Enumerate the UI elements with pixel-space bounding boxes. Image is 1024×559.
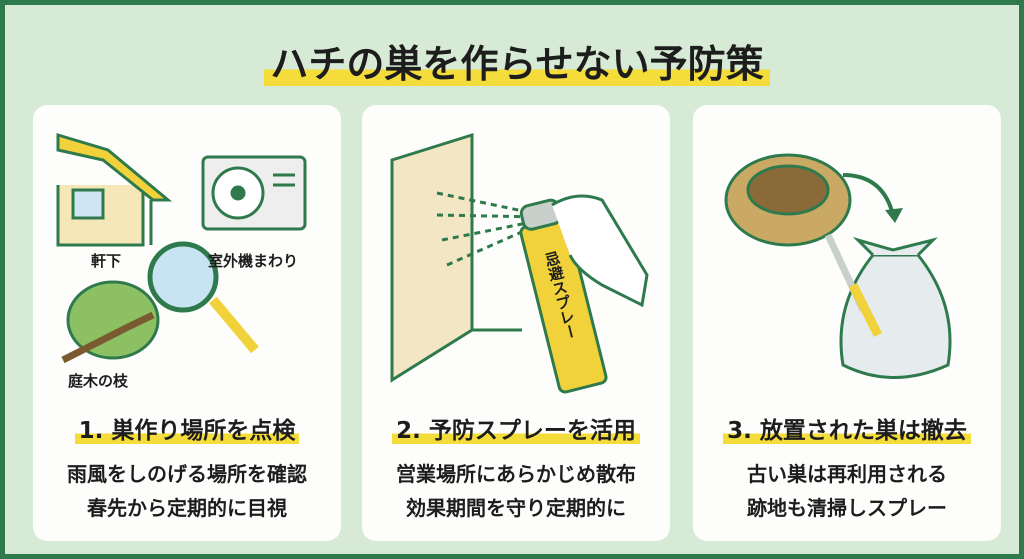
spray-illustration: 忌避スプレー xyxy=(390,132,649,394)
hand-icon xyxy=(551,194,649,308)
body-line: 効果期間を守り定期的に xyxy=(406,496,626,520)
label-eaves: 軒下 xyxy=(91,252,122,270)
panel-heading: 2. 予防スプレーを活用 xyxy=(362,411,670,445)
panel-heading: 1. 巣作り場所を点検 xyxy=(33,411,341,445)
body-line: 春先から定期的に目視 xyxy=(87,496,287,520)
page-title: ハチの巣を作らせない予防策 xyxy=(5,33,1024,88)
label-ac-unit: 室外機まわり xyxy=(208,252,299,270)
panel-body: 雨風をしのげる場所を確認春先から定期的に目視 xyxy=(33,457,341,525)
panel-remove: 3. 放置された巣は撤去 古い巣は再利用される跡地も清掃しスプレー xyxy=(693,105,1001,541)
arrow-icon xyxy=(842,173,895,216)
ac-unit-icon xyxy=(201,155,307,231)
body-line: 古い巣は再利用される xyxy=(747,462,947,486)
title-text: ハチの巣を作らせない予防策 xyxy=(264,42,770,86)
panel-body: 古い巣は再利用される跡地も清掃しスプレー xyxy=(693,457,1001,525)
inspection-illustration xyxy=(56,132,307,364)
body-line: 営業場所にあらかじめ散布 xyxy=(396,462,636,486)
panel-heading: 3. 放置された巣は撤去 xyxy=(693,411,1001,445)
magnifier-icon xyxy=(147,241,259,354)
heading-text: 1. 巣作り場所を点検 xyxy=(74,418,300,444)
tongs-icon xyxy=(824,233,883,338)
tree-branch-icon xyxy=(61,280,160,364)
trash-bag-icon xyxy=(839,236,952,379)
panel-spray: 忌避スプレー 2. 予防スプレーを活用 営業場所にあらかじめ散布効果期間を守り定… xyxy=(362,105,670,541)
spray-can-icon: 忌避スプレー xyxy=(519,198,608,394)
removal-illustration xyxy=(724,153,952,379)
house-icon xyxy=(56,132,173,247)
wall-icon xyxy=(390,132,474,383)
label-branches: 庭木の枝 xyxy=(68,372,129,390)
panel-body: 営業場所にあらかじめ散布効果期間を守り定期的に xyxy=(362,457,670,525)
body-line: 跡地も清掃しスプレー xyxy=(747,496,947,520)
panel-inspect: 軒下 室外機まわり 庭木の枝 1. 巣作り場所を点検 雨風をしのげる場所を確認春… xyxy=(33,105,341,541)
nest-icon xyxy=(724,153,852,247)
heading-text: 2. 予防スプレーを活用 xyxy=(392,418,640,444)
body-line: 雨風をしのげる場所を確認 xyxy=(67,462,307,486)
heading-text: 3. 放置された巣は撤去 xyxy=(723,418,971,444)
